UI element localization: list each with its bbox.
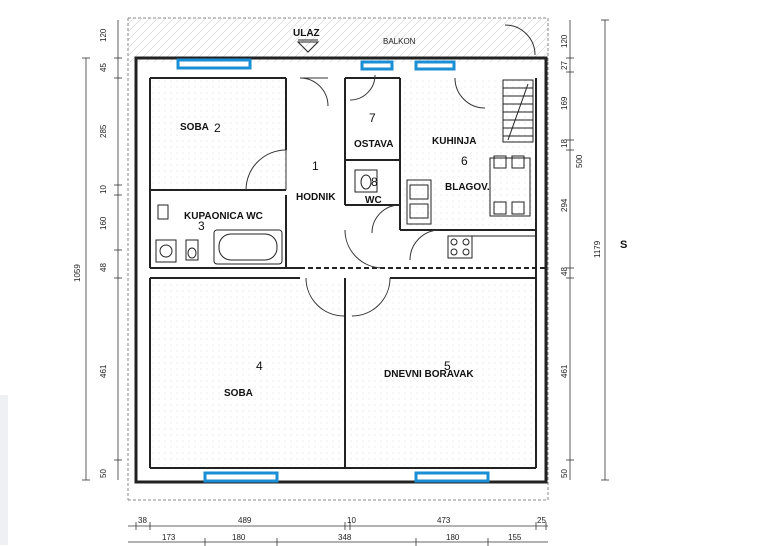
- room-num-soba-1: 2: [214, 121, 221, 135]
- room-name-soba-2: SOBA: [224, 388, 253, 399]
- outer-walls: [134, 56, 548, 484]
- dim-left-1: 45: [99, 63, 108, 72]
- room-name-kupaonica: KUPAONICA WC: [184, 211, 263, 222]
- dim-right-3: 18: [560, 139, 569, 148]
- left-dimensions: [82, 20, 122, 481]
- dim-bottom-top-0: 38: [138, 516, 147, 525]
- room-name-wc-small: WC: [365, 195, 382, 206]
- dim-left-5: 48: [99, 263, 108, 272]
- windows: [176, 58, 490, 483]
- dim-right-6: 48: [560, 267, 569, 276]
- right-dimension-labels: 120 27 169 18 500 294 48 461 50 1179: [560, 34, 602, 478]
- room-num-hodnik: 1: [312, 159, 319, 173]
- dim-bottom-top-3: 473: [437, 516, 451, 525]
- left-dimension-labels: 120 45 285 10 160 48 461 50 1059: [73, 28, 108, 478]
- balcony: [127, 17, 549, 501]
- room-name-dnevni: DNEVNI BORAVAK: [384, 369, 474, 380]
- dim-bottom-bot-3: 180: [446, 533, 460, 542]
- dim-right-total: 1179: [593, 240, 602, 258]
- dim-left-6: 461: [99, 364, 108, 378]
- dim-right-8: 50: [560, 469, 569, 478]
- bottom-dimension-labels: 38 489 10 473 25 173 180 348 180 155: [138, 516, 546, 542]
- dim-left-7: 50: [99, 469, 108, 478]
- kitchen-fixtures: [406, 155, 536, 259]
- dim-bottom-bot-4: 155: [508, 533, 522, 542]
- dim-bottom-top-1: 489: [238, 516, 252, 525]
- dim-bottom-bot-1: 180: [232, 533, 246, 542]
- dim-right-7: 461: [560, 364, 569, 378]
- bottom-dimensions: [128, 522, 548, 546]
- room-num-wc-small: 8: [371, 175, 378, 189]
- room-num-dnevni: 5: [444, 359, 451, 373]
- dim-right-0: 120: [560, 34, 569, 48]
- dim-left-4: 160: [99, 216, 108, 230]
- bathroom-fixtures: [155, 169, 378, 265]
- dim-bottom-top-4: 25: [537, 516, 546, 525]
- dim-bottom-top-2: 10: [347, 516, 356, 525]
- dim-left-total: 1059: [73, 264, 82, 282]
- room-name-blagov: BLAGOV.: [445, 182, 490, 193]
- room-num-kupaonica: 3: [198, 219, 205, 233]
- dim-bottom-bot-2: 348: [338, 533, 352, 542]
- room-name-kuhinja: KUHINJA: [432, 136, 476, 147]
- room-num-soba-2: 4: [256, 359, 263, 373]
- stairs: [502, 79, 534, 143]
- room-num-ostava: 7: [369, 111, 376, 125]
- room-name-ostava: OSTAVA: [354, 139, 393, 150]
- dim-left-3: 10: [99, 185, 108, 194]
- dim-right-2: 169: [560, 96, 569, 110]
- entry-marker: ULAZ: [293, 28, 320, 53]
- room-num-kuhinja: 6: [461, 154, 468, 168]
- compass-label: S: [620, 239, 627, 251]
- interior-walls: [149, 77, 546, 469]
- dim-left-0: 120: [99, 28, 108, 42]
- room-labels: SOBA 2 1 HODNIK 7 OSTAVA KUHINJA 6 BLAGO…: [180, 111, 490, 399]
- right-dimensions: [566, 19, 609, 481]
- dim-right-4: 500: [575, 154, 584, 168]
- balcony-label: BALKON: [383, 37, 416, 46]
- entry-label: ULAZ: [293, 28, 320, 39]
- room-name-hodnik: HODNIK: [296, 192, 336, 203]
- dim-right-1: 27: [560, 61, 569, 70]
- scan-edge: [0, 395, 8, 545]
- room-name-soba-1: SOBA: [180, 122, 209, 133]
- room-fills: [150, 78, 536, 465]
- dim-bottom-bot-0: 173: [162, 533, 176, 542]
- dim-right-5: 294: [560, 198, 569, 212]
- dim-left-2: 285: [99, 124, 108, 138]
- door-swings: [245, 24, 536, 317]
